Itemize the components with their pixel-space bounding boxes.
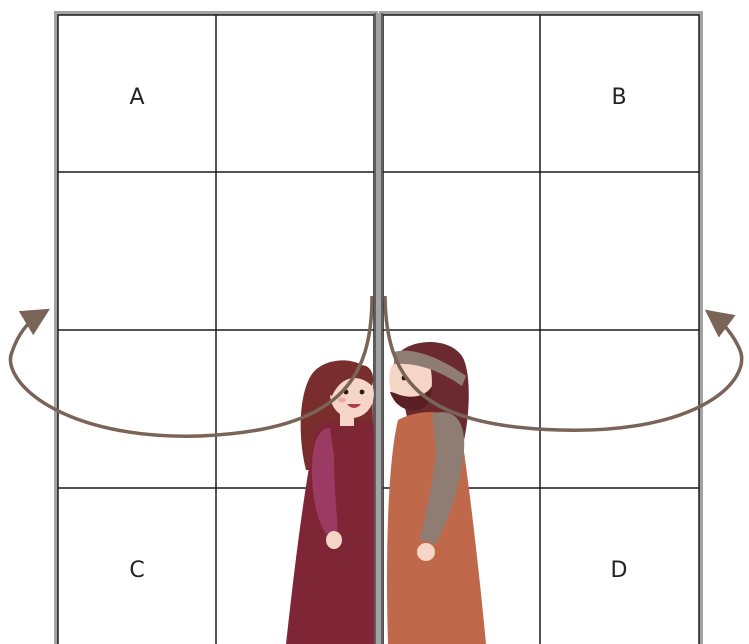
- woman-cheek: [338, 398, 346, 403]
- cell-label-b: B: [611, 85, 626, 110]
- woman-eye-right: [360, 390, 365, 395]
- man-hand: [417, 543, 435, 561]
- cell-label-c: C: [129, 558, 144, 583]
- cell-label-a: A: [129, 85, 144, 110]
- cell-label-d: D: [611, 558, 628, 583]
- woman-hand: [326, 531, 342, 549]
